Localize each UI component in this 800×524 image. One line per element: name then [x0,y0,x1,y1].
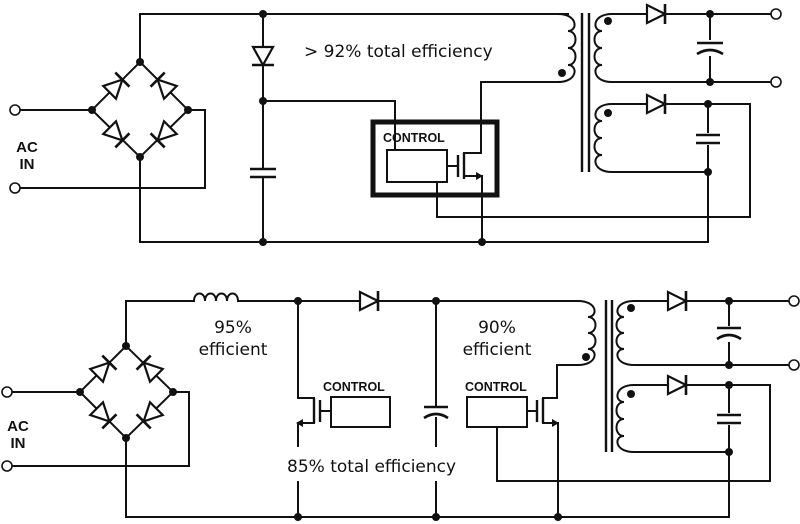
output-diode-icon [645,2,667,26]
ac-in-label: IN [11,435,26,452]
aux-output-diode-icon [666,373,688,397]
ac-input-terminal [1,460,13,472]
flyback-controller: CONTROL [465,364,771,518]
ac-in-label: AC [16,139,38,156]
ac-input-terminal [9,104,21,116]
ac-in-label: AC [7,418,29,435]
transformer-bottom [576,299,636,454]
pfc-efficiency-label: 95% [214,318,252,338]
bulk-capacitor-icon [250,167,276,179]
boost-diode-icon [358,289,380,313]
total-efficiency-note: 85% total efficiency [287,457,456,477]
transformer-top [556,12,614,174]
bridge-rectifier-bottom [76,342,177,442]
dc-output-terminal [788,295,800,307]
control-label: CONTROL [383,131,445,145]
boost-inductor-icon [192,292,240,303]
aux-capacitor-icon [695,133,721,145]
control-label: CONTROL [465,380,527,394]
aux-output-diode-icon [645,92,667,116]
bulk-capacitor-icon [423,405,449,420]
control-label: CONTROL [323,380,385,394]
output-capacitor-icon [715,326,743,342]
dc-output-terminal [770,76,782,88]
flyback-efficiency-label: 90% [478,318,516,338]
ac-input-terminal [1,386,13,398]
bridge-rectifier-top [88,58,192,161]
flyback-efficiency-label: efficient [463,340,532,360]
output-capacitor-icon [696,40,724,56]
aux-diode-icon [251,45,275,68]
bottom-circuit: AC IN 95% efficient CONTROL [1,289,800,521]
pfc-controller: CONTROL [296,300,391,518]
ac-input-terminal [9,182,21,194]
ac-in-label: IN [20,156,35,173]
aux-capacitor-icon [716,413,742,425]
top-circuit: AC IN > 92% total efficiency CONTROL [9,2,782,246]
output-diode-icon [666,289,688,313]
integrated-controller: CONTROL [370,81,751,243]
total-efficiency-note: > 92% total efficiency [304,42,493,62]
dc-output-terminal [770,8,782,20]
pfc-efficiency-label: efficient [199,340,268,360]
dc-output-terminal [788,359,800,371]
